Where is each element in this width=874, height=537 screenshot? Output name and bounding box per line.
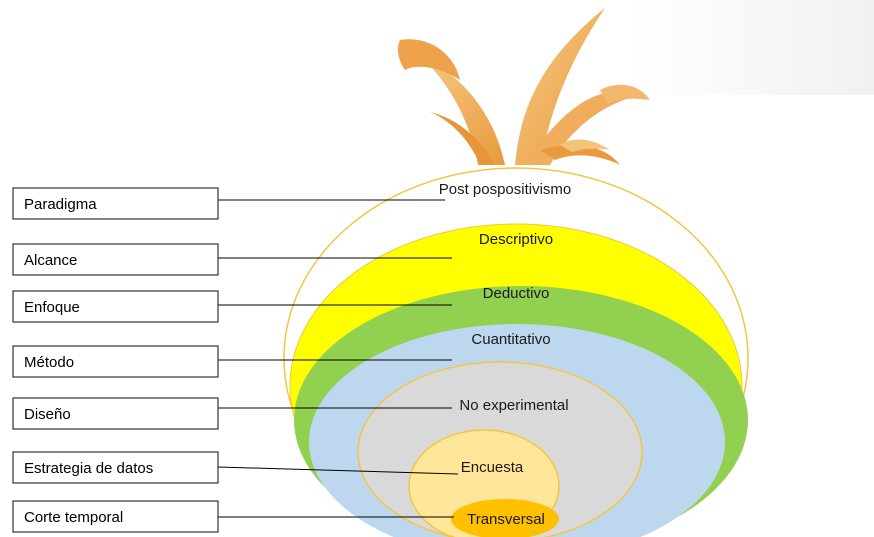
connector-lines xyxy=(217,199,459,518)
box-label-estrategia: Estrategia de datos xyxy=(24,460,153,477)
ring-label-estrategia: Encuesta xyxy=(461,459,524,476)
box-label-paradigma: Paradigma xyxy=(24,196,97,213)
box-label-enfoque: Enfoque xyxy=(24,299,80,316)
ring-label-enfoque: Deductivo xyxy=(483,285,550,302)
connector-estrategia xyxy=(217,466,459,475)
box-paradigma xyxy=(12,187,219,220)
box-enfoque xyxy=(12,290,219,323)
box-label-corte: Corte temporal xyxy=(24,509,123,526)
box-alcance xyxy=(12,243,219,276)
ring-label-metodo: Cuantitativo xyxy=(471,331,550,348)
box-label-alcance: Alcance xyxy=(24,252,77,269)
layer-corte xyxy=(451,499,559,537)
box-corte xyxy=(12,500,219,533)
background-fade xyxy=(630,0,874,95)
box-label-metodo: Método xyxy=(24,354,74,371)
ring-label-paradigma: Post pospositivismo xyxy=(439,181,572,198)
box-label-diseno: Diseño xyxy=(24,406,71,423)
box-diseno xyxy=(12,397,219,430)
box-metodo xyxy=(12,345,219,378)
box-estrategia xyxy=(12,451,219,484)
onion-leaves-icon xyxy=(397,8,650,165)
ring-label-alcance: Descriptivo xyxy=(479,231,553,248)
ring-label-diseno: No experimental xyxy=(459,397,568,414)
ring-label-corte: Transversal xyxy=(467,511,545,528)
